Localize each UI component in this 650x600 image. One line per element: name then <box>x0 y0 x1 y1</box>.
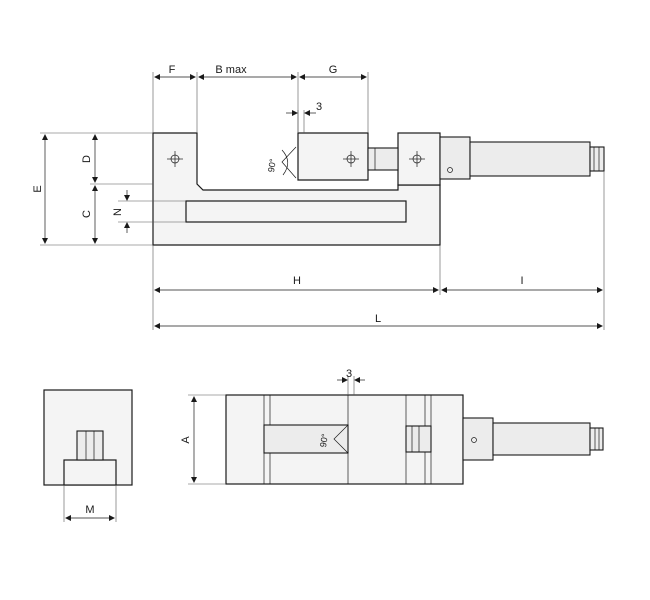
pin-icon <box>471 437 477 443</box>
hole-mark-icon <box>343 151 359 167</box>
handle-collar <box>439 136 471 180</box>
side-view: F B max G 3 90° E D C N H I L <box>32 64 605 330</box>
dim-label-g: G <box>329 64 338 76</box>
lead-screw <box>367 147 399 171</box>
top-view-screw <box>405 425 432 453</box>
dim-label-i: I <box>520 275 523 287</box>
end-view-jaw <box>76 430 104 461</box>
pin-icon <box>447 167 453 173</box>
end-view-key <box>63 459 117 486</box>
dim-label-c: C <box>81 210 93 218</box>
top-v-notch <box>333 424 349 454</box>
handle-knob <box>589 146 605 172</box>
dim-label-a: A <box>180 436 192 444</box>
angle-label-top: 90° <box>266 158 278 174</box>
dim-label-b-max: B max <box>215 64 247 76</box>
top-handle-collar <box>462 417 494 461</box>
handle-shaft <box>469 141 591 177</box>
hole-mark-icon <box>167 151 183 167</box>
dim-label-d: D <box>81 155 93 163</box>
hole-mark-icon <box>409 151 425 167</box>
dim-label-l: L <box>375 313 381 325</box>
angle-label-bottom: 90° <box>318 433 330 449</box>
dim-label-e: E <box>32 185 44 192</box>
dim-label-m: M <box>85 504 94 516</box>
top-handle-shaft <box>492 422 591 456</box>
movable-jaw <box>297 132 369 181</box>
base-slot <box>185 200 407 223</box>
v-notch <box>281 146 297 179</box>
top-view: A 3 90° <box>180 368 604 485</box>
dim-label-h: H <box>293 275 301 287</box>
dim-label-n: N <box>112 208 124 216</box>
dim-label-gap-bottom: 3 <box>346 368 352 380</box>
top-view-slot <box>263 424 349 454</box>
dim-label-f: F <box>169 64 176 76</box>
dim-label-gap-top: 3 <box>316 101 322 113</box>
end-view: M <box>43 389 133 522</box>
top-handle-knob <box>589 427 604 451</box>
